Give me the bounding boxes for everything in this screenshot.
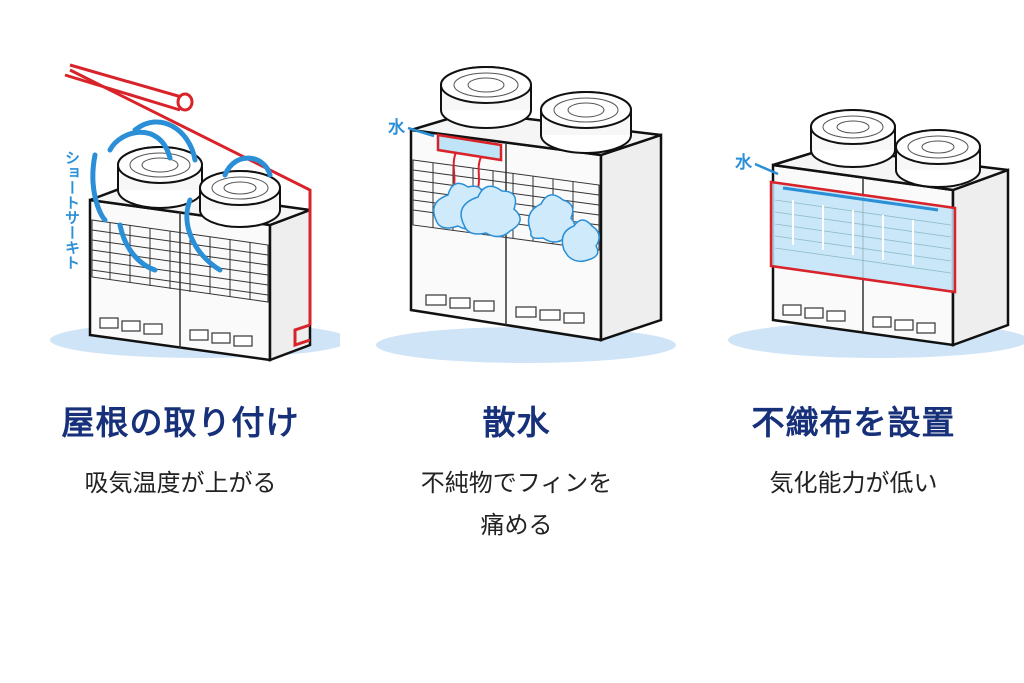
- water-spray: [433, 182, 600, 263]
- water-pipe: [436, 133, 503, 189]
- description-line: 気化能力が低い: [769, 469, 938, 497]
- water-label: 水: [735, 152, 753, 173]
- panel-roof: ショートサーキト 屋根の取り付け 吸気温度が上がる: [10, 0, 351, 683]
- panel-description: 不純物でフィンを 痛める: [346, 462, 687, 546]
- water-label: 水: [388, 117, 406, 138]
- nonwoven-unit-illustration: 水: [728, 109, 1024, 358]
- panel-description: 吸気温度が上がる: [10, 462, 351, 504]
- nonwoven-sheet: [769, 180, 957, 294]
- roof-structure: [64, 63, 312, 348]
- panel-description: 気化能力が低い: [683, 462, 1024, 504]
- description-line: 不純物でフィンを: [420, 469, 613, 497]
- panel-title: 不織布を設置: [751, 403, 956, 442]
- sprinkle-unit-illustration: 水: [376, 66, 676, 363]
- panel-sprinkle: 水 散水 不純物でフィンを 痛める: [346, 0, 687, 683]
- fan-right: [199, 170, 281, 228]
- panel-title: 散水: [482, 403, 551, 442]
- roof-unit-illustration: ショートサーキト: [50, 63, 340, 362]
- fan-left: [117, 146, 203, 209]
- grille: [91, 219, 269, 303]
- arrow-icon: [407, 126, 435, 138]
- panel-nonwoven: 水 不織布を設置 気化能力が低い: [683, 0, 1024, 683]
- arrow-icon: [754, 162, 779, 176]
- description-line: 吸気温度が上がる: [84, 469, 277, 497]
- panel-title: 屋根の取り付け: [61, 403, 300, 442]
- description-line: 痛める: [480, 511, 553, 539]
- short-circuit-arrows: [90, 119, 273, 273]
- short-circuit-label: ショートサーキト: [63, 150, 81, 270]
